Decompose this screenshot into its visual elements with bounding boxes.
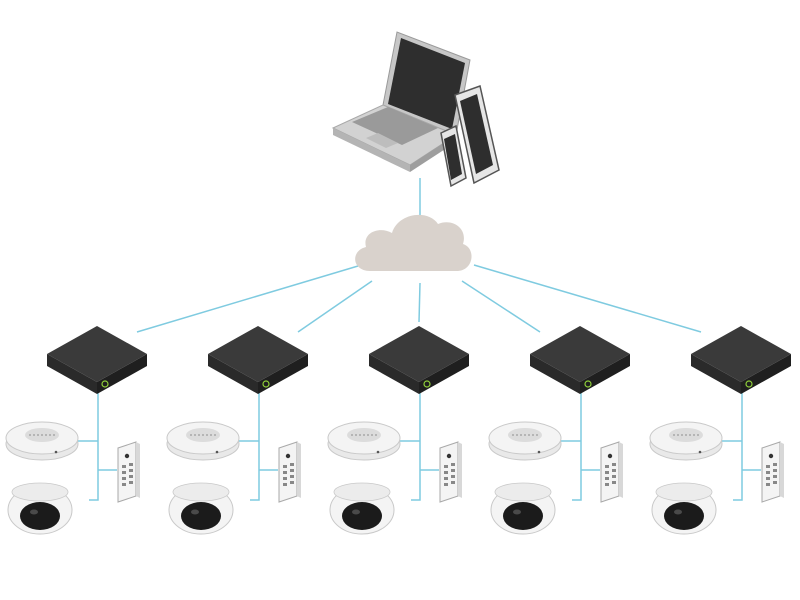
recorder-device-connector [733, 393, 743, 501]
intercom-icon [278, 441, 301, 503]
cloud-recorder-connector [136, 265, 359, 333]
recorder-device-connector [572, 393, 582, 501]
site-group [5, 326, 147, 535]
speaker-icon [327, 421, 401, 461]
cloud-icon [355, 214, 472, 271]
status-led-icon [101, 380, 109, 388]
dome-camera-icon [7, 482, 73, 535]
speaker-icon [5, 421, 79, 461]
speaker-icon [488, 421, 562, 461]
cloud-recorder-connector [297, 280, 373, 333]
status-led-icon [262, 380, 270, 388]
site-group [488, 326, 630, 535]
intercom-icon [439, 441, 462, 503]
recorder-icon [47, 326, 147, 394]
dome-camera-icon [329, 482, 395, 535]
tablet-icon [454, 85, 500, 185]
recorder-icon [691, 326, 791, 394]
smartphone-icon [440, 124, 467, 188]
dome-camera-icon [651, 482, 717, 535]
dome-camera-icon [490, 482, 556, 535]
site-group [327, 326, 469, 535]
connector-lines [77, 178, 761, 501]
cloud-recorder-connector [418, 282, 421, 323]
dome-camera-icon [168, 482, 234, 535]
recorder-device-connector [411, 393, 421, 501]
recorder-device-connector [250, 393, 260, 501]
recorder-icon [208, 326, 308, 394]
speaker-icon [649, 421, 723, 461]
site-group [166, 326, 308, 535]
intercom-icon [117, 441, 140, 503]
intercom-icon [600, 441, 623, 503]
status-led-icon [423, 380, 431, 388]
intercom-icon [761, 441, 784, 503]
recording-sites [5, 326, 791, 535]
recorder-device-connector [89, 393, 99, 501]
cloud-recorder-connector [461, 280, 541, 333]
speaker-icon [166, 421, 240, 461]
recorder-icon [369, 326, 469, 394]
status-led-icon [745, 380, 753, 388]
status-led-icon [584, 380, 592, 388]
cloud-recorder-connector [473, 264, 702, 333]
recorder-icon [530, 326, 630, 394]
client-devices [331, 31, 500, 188]
site-group [649, 326, 791, 535]
